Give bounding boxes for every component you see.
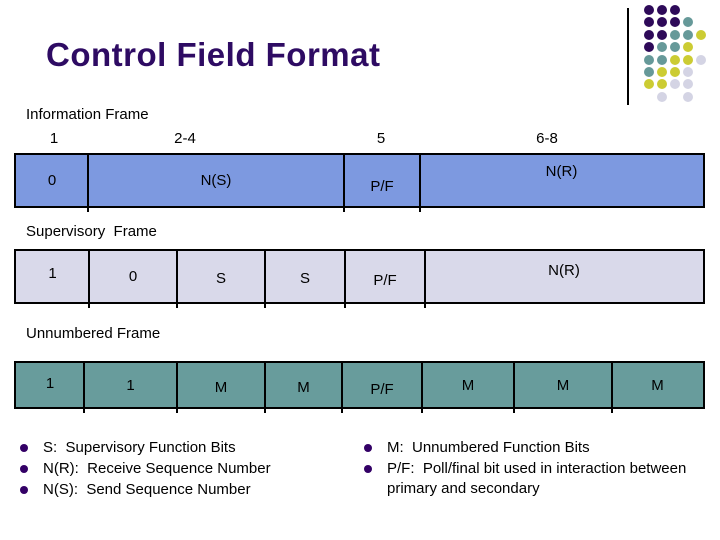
bit-position-label: 5 xyxy=(376,130,386,147)
logo-dot xyxy=(683,79,693,90)
logo-dot xyxy=(644,29,654,40)
bullet-icon xyxy=(20,444,28,452)
legend-item: M: Unnumbered Function Bits xyxy=(364,438,700,458)
cell-divider xyxy=(87,155,89,212)
cell-divider xyxy=(83,363,85,413)
cell-divider xyxy=(344,251,346,308)
logo-dot xyxy=(657,5,667,15)
cell-divider xyxy=(264,363,266,413)
frame-cell: 1 xyxy=(45,374,55,392)
frame-cell: N(R) xyxy=(548,262,580,279)
frame-cell: 1 xyxy=(126,376,135,394)
logo-dot xyxy=(657,67,667,77)
logo-dot xyxy=(644,5,654,15)
logo-dot xyxy=(670,42,680,53)
logo-dot xyxy=(657,42,667,53)
frame-cell: S xyxy=(299,270,310,287)
frame-label: Unnumbered Frame xyxy=(26,325,161,342)
logo-dot xyxy=(657,17,667,28)
frame-cell: M xyxy=(214,378,228,396)
frame-box: 1 0 S S P/F N(R) xyxy=(14,249,705,308)
frame-cell: P/F xyxy=(370,178,394,195)
logo-dot xyxy=(683,91,693,102)
logo-dot xyxy=(683,54,693,65)
frame-cell: M xyxy=(651,376,664,394)
bullet-icon xyxy=(20,465,28,473)
frame-cell: S xyxy=(215,270,226,287)
cell-divider xyxy=(611,363,613,413)
logo-dot xyxy=(644,42,654,53)
logo-dot xyxy=(657,29,667,40)
frame-cell: P/F xyxy=(373,272,397,289)
frame-cell: P/F xyxy=(370,380,394,398)
frame-box: 0 N(S) P/F N(R) xyxy=(14,153,705,212)
frame-cell: N(R) xyxy=(545,163,578,180)
cell-divider xyxy=(421,363,423,413)
frame-cell: 0 xyxy=(47,172,57,189)
bit-position-label: 6-8 xyxy=(536,130,558,147)
logo-dot xyxy=(644,67,654,77)
cell-divider xyxy=(176,251,178,308)
cell-divider xyxy=(424,251,426,308)
legend-item: P/F: Poll/final bit used in interaction … xyxy=(364,459,700,499)
logo-dot xyxy=(696,54,706,65)
legend-item: S: Supervisory Function Bits xyxy=(20,438,350,458)
frame-cell: M xyxy=(461,376,475,394)
bit-position-label: 1 xyxy=(49,130,59,147)
logo-dot xyxy=(657,91,667,102)
logo-dot xyxy=(683,42,693,53)
frame-cell: 1 xyxy=(48,265,57,282)
cell-divider xyxy=(419,155,421,212)
cell-divider xyxy=(341,363,343,413)
logo-dot xyxy=(670,79,680,90)
logo-dot xyxy=(683,29,693,40)
logo-dot xyxy=(644,54,654,65)
legend-text: S: Supervisory Function Bits xyxy=(43,439,236,456)
logo-dot xyxy=(683,17,693,28)
logo-dot xyxy=(644,79,654,90)
slide-title: Control Field Format xyxy=(46,36,381,73)
logo-dot xyxy=(670,5,680,15)
logo-dot xyxy=(657,54,667,65)
legend-text: P/F: Poll/final bit used in interaction … xyxy=(387,460,691,497)
logo-dot xyxy=(644,17,654,28)
frame-cell: N(S) xyxy=(200,172,232,189)
logo-dot xyxy=(683,67,693,77)
bullet-icon xyxy=(364,465,372,473)
cell-divider xyxy=(513,363,515,413)
logo-dot xyxy=(657,79,667,90)
logo-dot xyxy=(696,29,706,40)
bullet-icon xyxy=(20,486,28,494)
legend-text: N(S): Send Sequence Number xyxy=(43,481,251,498)
legend-item: N(R): Receive Sequence Number xyxy=(20,459,350,479)
frame-cell: M xyxy=(556,376,570,394)
frame-cell: 0 xyxy=(128,268,138,285)
cell-divider xyxy=(264,251,266,308)
cell-divider xyxy=(88,251,90,308)
frame-box: 1 1 M M P/F M M M xyxy=(14,361,705,413)
logo-vertical-line xyxy=(627,8,629,105)
bullet-icon xyxy=(364,444,372,452)
logo-dot xyxy=(670,67,680,77)
logo-dot xyxy=(670,29,680,40)
legend-text: N(R): Receive Sequence Number xyxy=(43,460,271,477)
legend-text: M: Unnumbered Function Bits xyxy=(387,439,590,456)
cell-divider xyxy=(176,363,178,413)
legend-item: N(S): Send Sequence Number xyxy=(20,480,350,500)
logo-dot xyxy=(670,17,680,28)
bit-position-label: 2-4 xyxy=(174,130,196,147)
frame-label: Information Frame xyxy=(26,106,149,123)
frame-cell: M xyxy=(297,378,310,396)
logo-dot xyxy=(670,54,680,65)
cell-divider xyxy=(343,155,345,212)
frame-label: Supervisory Frame xyxy=(26,223,157,240)
